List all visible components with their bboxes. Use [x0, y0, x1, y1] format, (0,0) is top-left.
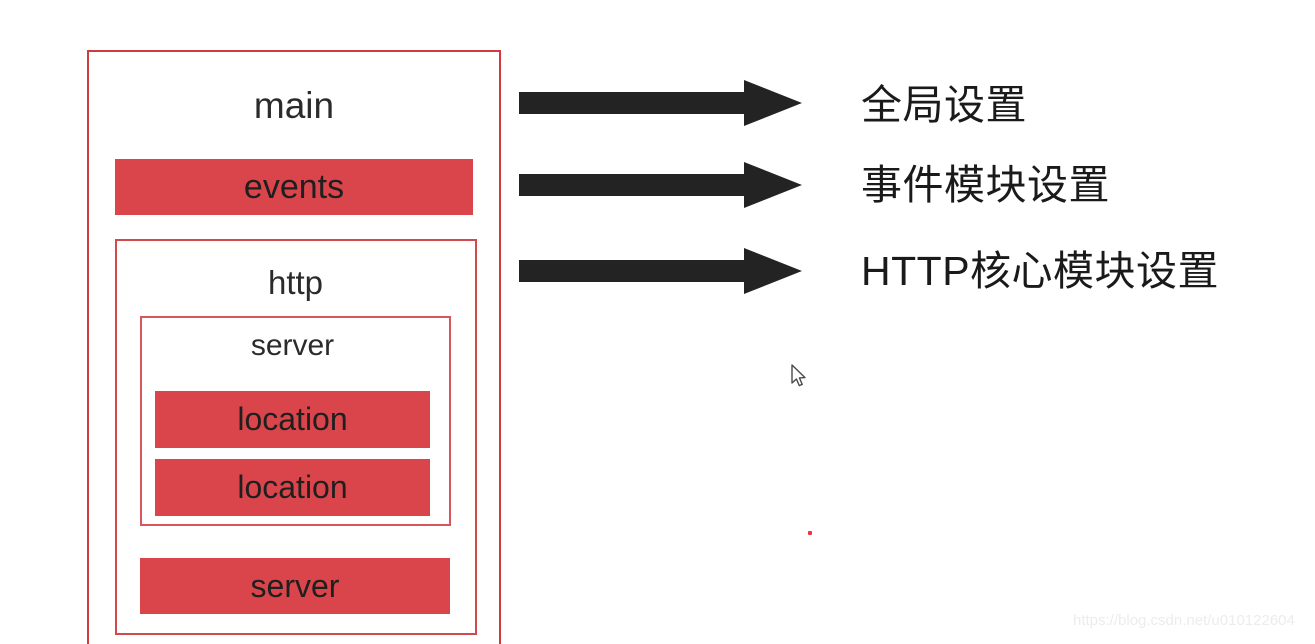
server-block-label: server	[250, 329, 335, 362]
location-block-2: location	[155, 459, 430, 516]
location-block-1: location	[155, 391, 430, 448]
right-arrow-icon-events	[519, 162, 802, 208]
right-arrow-icon-http	[519, 248, 802, 294]
right-arrow-icon-global	[519, 80, 802, 126]
mouse-cursor-icon	[791, 364, 809, 388]
annotation-global-settings: 全局设置	[861, 82, 1027, 128]
watermark-text: https://blog.csdn.net/u010122604	[1073, 612, 1295, 629]
annotation-http-core-module-settings: HTTP核心模块设置	[861, 248, 1220, 294]
server-block-2: server	[140, 558, 450, 614]
annotation-events-module-settings: 事件模块设置	[861, 162, 1110, 208]
red-dot-artifact	[808, 531, 812, 535]
http-block-label: http	[267, 264, 324, 301]
main-block-label: main	[253, 85, 335, 126]
events-block: events	[115, 159, 473, 215]
